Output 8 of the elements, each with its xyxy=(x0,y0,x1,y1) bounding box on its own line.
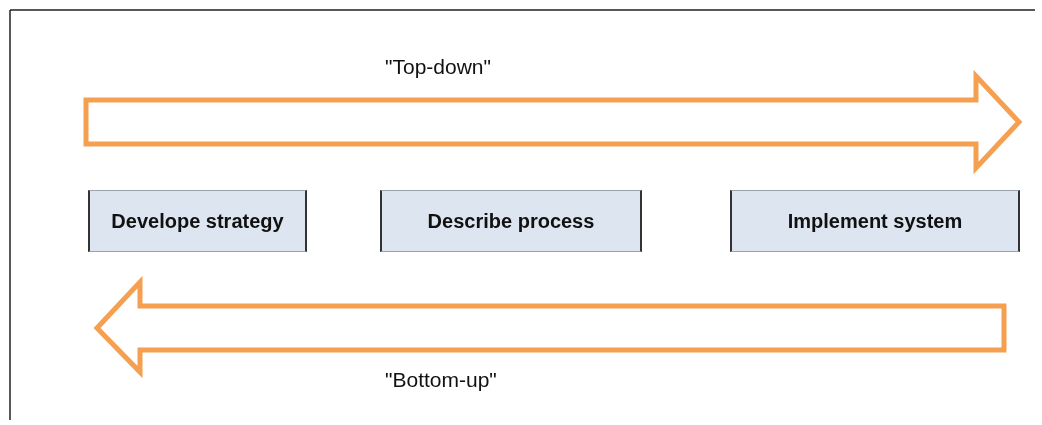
direction-label: "Bottom-up" xyxy=(385,368,497,392)
process-box xyxy=(730,190,1020,252)
process-label: Describe process xyxy=(427,209,595,233)
process-box xyxy=(380,190,642,252)
process-label: Develope strategy xyxy=(111,209,284,233)
process-label: Implement system xyxy=(787,209,963,233)
process-box xyxy=(88,190,307,252)
direction-label: "Top-down" xyxy=(385,55,491,79)
